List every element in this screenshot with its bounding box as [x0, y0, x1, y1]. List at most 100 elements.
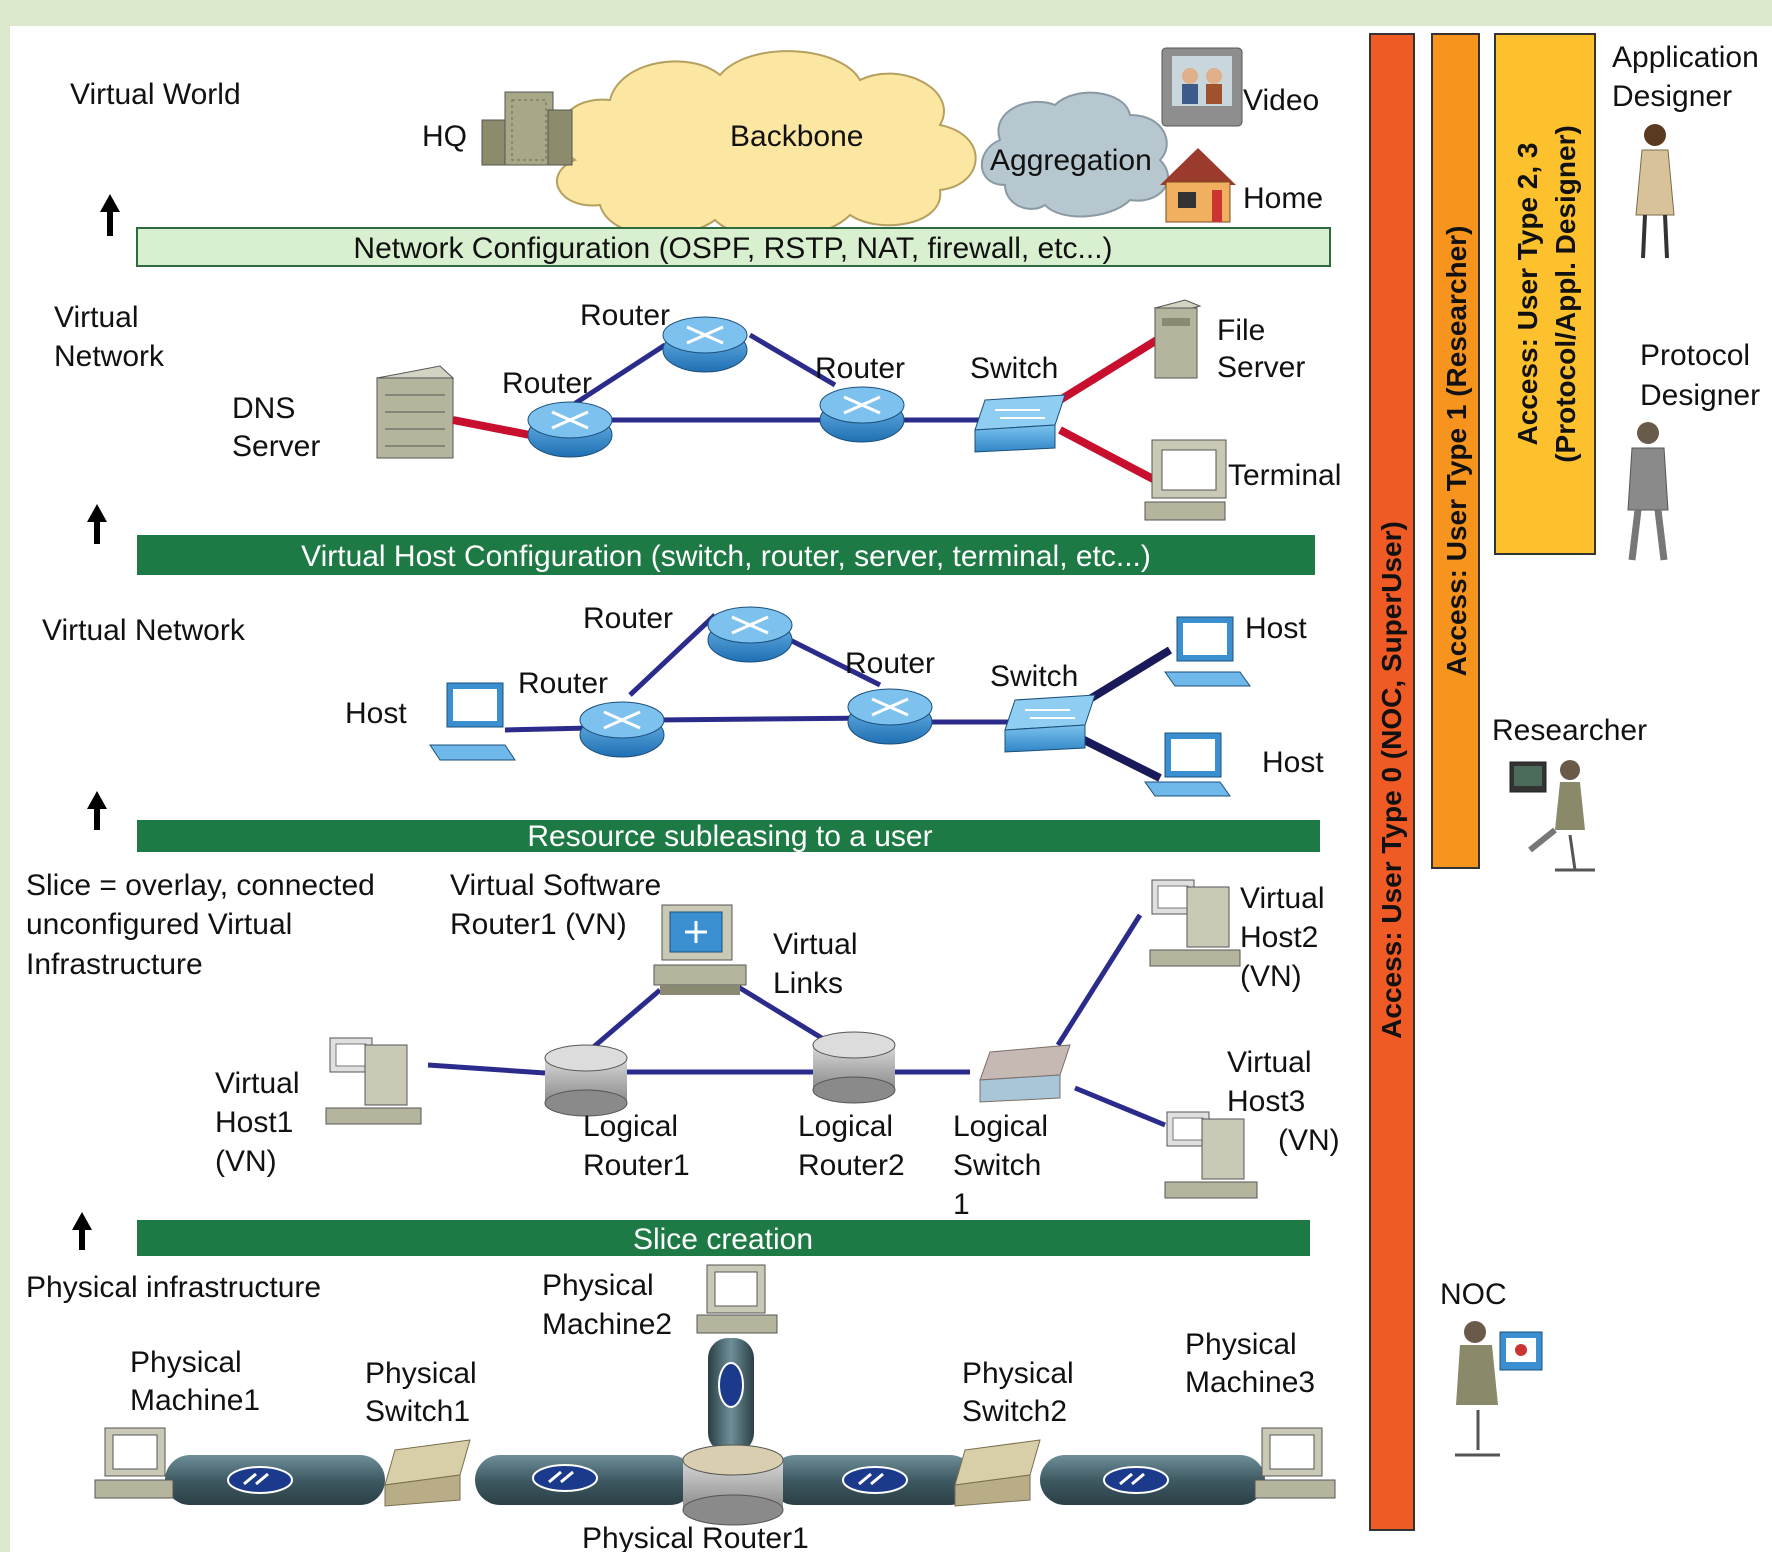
host-label: Host: [1262, 746, 1324, 779]
subleasing-bar: [137, 820, 1320, 852]
virtual-network-title-line1: Virtual: [54, 301, 139, 334]
virtual-host3-label-line2: Host3: [1227, 1085, 1305, 1118]
dns-server-label-line2: Server: [232, 430, 320, 463]
virtual-world-title: Virtual World: [70, 78, 241, 111]
logical-switch-label-line3: 1: [953, 1188, 970, 1221]
router-label: Router: [815, 352, 905, 385]
slice-creation-bar: [137, 1220, 1310, 1256]
router-icon: [847, 688, 933, 745]
file-server-label-line2: Server: [1217, 351, 1305, 384]
up-arrow-icon: [72, 1212, 92, 1250]
physical-switch2-label-line1: Physical: [962, 1357, 1074, 1390]
virtual-host3-icon: [1164, 1111, 1258, 1199]
logical-switch-label-line1: Logical: [953, 1110, 1048, 1143]
logical-router2-label-line1: Logical: [798, 1110, 893, 1143]
slice-desc-line1: Slice = overlay, connected: [26, 869, 375, 902]
virtual-software-router-label-line2: Router1 (VN): [450, 908, 627, 941]
virtual-host2-label-line1: Virtual: [1240, 882, 1325, 915]
physical-machine3-icon: [1254, 1427, 1336, 1499]
access-type1-bar: Access: User Type 1 (Researcher): [1431, 33, 1480, 869]
host-network-title: Virtual Network: [42, 614, 246, 647]
switch-label: Switch: [990, 660, 1078, 693]
home-icon: [1160, 148, 1236, 223]
logical-router1-label-line1: Logical: [583, 1110, 678, 1143]
physical-pipe-vertical: [708, 1338, 754, 1453]
virtual-host3-label-line3: (VN): [1278, 1124, 1340, 1157]
backbone-label: Backbone: [730, 120, 863, 153]
protocol-designer-person-icon: [1627, 422, 1669, 561]
application-designer-label-line1: Application: [1612, 41, 1759, 74]
physical-router1-label: Physical Router1: [582, 1522, 809, 1552]
physical-switch1-icon: [384, 1439, 471, 1507]
virtual-host1-icon: [325, 1037, 422, 1125]
logical-router-icon: [544, 1044, 628, 1117]
aggregation-cloud: [980, 91, 1170, 218]
video-label: Video: [1243, 84, 1319, 117]
terminal-icon: [1144, 439, 1227, 521]
up-arrow-icon: [87, 504, 107, 544]
physical-machine2-icon: [696, 1264, 778, 1334]
file-server-icon: [1153, 299, 1202, 379]
physical-switch2-label-line2: Switch2: [962, 1395, 1067, 1428]
router-icon: [579, 701, 665, 758]
logical-switch-icon: [979, 1044, 1071, 1103]
router-label: Router: [583, 602, 673, 635]
virtual-host3-label-line1: Virtual: [1227, 1046, 1312, 1079]
host-label: Host: [1245, 612, 1307, 645]
aggregation-label: Aggregation: [990, 144, 1152, 177]
physical-pipe: [475, 1455, 695, 1505]
physical-machine3-label-line1: Physical: [1185, 1328, 1297, 1361]
router-icon: [819, 386, 905, 443]
access-type0-label: Access: User Type 0 (NOC, SuperUser): [1376, 521, 1407, 1039]
slice-desc-line3: Infrastructure: [26, 948, 203, 981]
switch-label: Switch: [970, 352, 1058, 385]
logical-router-icon: [812, 1031, 896, 1104]
physical-switch1-label-line2: Switch1: [365, 1395, 470, 1428]
logical-switch-label-line2: Switch: [953, 1149, 1041, 1182]
virtual-links-label-line1: Virtual: [773, 928, 858, 961]
virtual-host1-label-line2: Host1: [215, 1106, 293, 1139]
router-icon: [707, 606, 793, 663]
slice-desc-line2: unconfigured Virtual: [26, 908, 292, 941]
up-arrow-icon: [100, 194, 120, 236]
subleasing-label: Resource subleasing to a user: [527, 820, 932, 853]
router-label: Router: [580, 299, 670, 332]
host-laptop-icon: [1144, 732, 1231, 797]
router-icon: [527, 401, 613, 458]
physical-switch1-label-line1: Physical: [365, 1357, 477, 1390]
virtual-host2-label-line2: Host2: [1240, 921, 1318, 954]
hq-building-icon: [481, 91, 573, 166]
virtual-software-router-icon: [653, 904, 747, 995]
slice-links: [427, 913, 1166, 1128]
host-laptop-icon: [1164, 616, 1251, 687]
physical-router1-icon: [682, 1444, 784, 1526]
access-type1-label: Access: User Type 1 (Researcher): [1441, 226, 1472, 677]
network-config-label: Network Configuration (OSPF, RSTP, NAT, …: [353, 232, 1112, 265]
physical-infrastructure-title: Physical infrastructure: [26, 1271, 321, 1304]
router-icon: [662, 316, 748, 373]
dns-server-label-line1: DNS: [232, 392, 295, 425]
physical-machine2-label-line1: Physical: [542, 1269, 654, 1302]
noc-person-icon: [1455, 1321, 1543, 1457]
physical-machine1-label-line2: Machine1: [130, 1384, 260, 1417]
researcher-label: Researcher: [1492, 714, 1647, 747]
virtual-host1-label-line1: Virtual: [215, 1067, 300, 1100]
home-label: Home: [1243, 182, 1323, 215]
logical-router2-label-line2: Router2: [798, 1149, 905, 1182]
terminal-label: Terminal: [1228, 459, 1341, 492]
researcher-person-icon: [1509, 760, 1595, 872]
switch-icon: [1004, 694, 1096, 753]
switch-icon: [974, 394, 1066, 453]
router-label: Router: [502, 367, 592, 400]
access-type23-bar: Access: User Type 2, 3 (Protocol/Appl. D…: [1494, 33, 1596, 555]
access-type0-bar: Access: User Type 0 (NOC, SuperUser): [1369, 33, 1415, 1531]
virtual-host2-icon: [1149, 879, 1241, 967]
application-designer-person-icon: [1635, 124, 1675, 259]
hq-label: HQ: [422, 120, 467, 153]
virtual-network-title-line2: Network: [54, 340, 165, 373]
host-label: Host: [345, 697, 407, 730]
protocol-designer-label-line1: Protocol: [1640, 339, 1750, 372]
noc-label: NOC: [1440, 1278, 1507, 1311]
host-config-label: Virtual Host Configuration (switch, rout…: [301, 540, 1151, 573]
physical-switch2-icon: [954, 1439, 1041, 1507]
